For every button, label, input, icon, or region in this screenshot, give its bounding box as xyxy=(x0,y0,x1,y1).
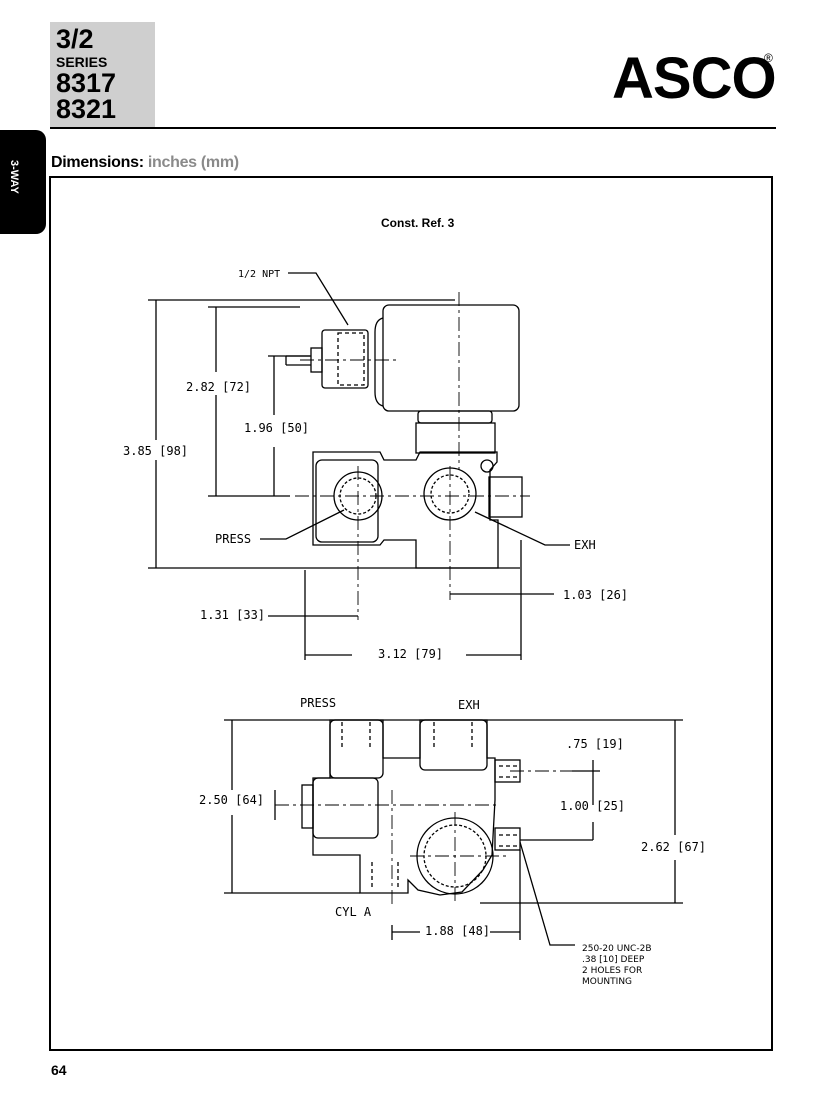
valve-body-top xyxy=(312,451,499,569)
npt-label: 1/2 NPT xyxy=(238,269,280,280)
svg-text:®: ® xyxy=(764,51,773,65)
dim-1-03: 1.03 [26] xyxy=(563,588,628,602)
dim-2-50: 2.50 [64] xyxy=(199,793,264,807)
series-number-2: 8321 xyxy=(56,94,117,124)
dim-1-96: 1.96 [50] xyxy=(244,421,309,435)
hex-nut xyxy=(417,410,493,424)
page-number: 64 xyxy=(51,1062,67,1078)
mounting-boss-2 xyxy=(494,827,521,851)
series-label: SERIES xyxy=(56,54,108,70)
mounting-note-4: MOUNTING xyxy=(582,977,632,987)
section-heading: Dimensions: inches (mm) xyxy=(51,154,239,172)
press-label-bottom: PRESS xyxy=(300,696,336,710)
exh-label-top: EXH xyxy=(574,538,596,552)
dim-3-12: 3.12 [79] xyxy=(378,647,443,661)
dim-2-62: 2.62 [67] xyxy=(641,840,706,854)
press-label-top: PRESS xyxy=(215,532,251,546)
side-tab-label: 3-WAY xyxy=(8,160,20,194)
exhaust-boss xyxy=(488,476,523,518)
valve-body-bottom xyxy=(312,719,496,896)
mounting-note-3: 2 HOLES FOR xyxy=(582,966,642,976)
mounting-note-1: 250-20 UNC-2B xyxy=(582,944,652,954)
dim-1-88: 1.88 [48] xyxy=(425,924,490,938)
dim-3-85: 3.85 [98] xyxy=(123,444,188,458)
conduit-hub xyxy=(321,329,369,389)
const-ref: Const. Ref. 3 xyxy=(381,216,455,230)
dim-1-31: 1.31 [33] xyxy=(200,608,265,622)
header-rule xyxy=(50,127,776,129)
dim-1-00: 1.00 [25] xyxy=(560,799,625,813)
dim-0-75: .75 [19] xyxy=(566,737,624,751)
section-unit: inches (mm) xyxy=(147,154,239,171)
series-number-1: 8317 xyxy=(56,68,117,98)
exh-port-thread xyxy=(430,474,470,514)
series-box: 3/2 SERIES 8317 8321 xyxy=(50,22,155,128)
dim-2-82: 2.82 [72] xyxy=(186,380,251,394)
bonnet-tube xyxy=(415,422,496,454)
side-tab: 3-WAY xyxy=(0,130,46,234)
valve-type: 3/2 xyxy=(56,24,94,54)
drawing-frame xyxy=(49,176,773,1051)
asco-logo: ASCO ® xyxy=(612,46,777,106)
exh-label-bottom: EXH xyxy=(458,698,480,712)
cyl-a-label: CYL A xyxy=(335,905,372,919)
svg-text:ASCO: ASCO xyxy=(612,46,776,106)
solenoid-coil xyxy=(382,304,520,412)
section-title: Dimensions: xyxy=(51,154,144,171)
mounting-note-2: .38 [10] DEEP xyxy=(582,955,645,965)
